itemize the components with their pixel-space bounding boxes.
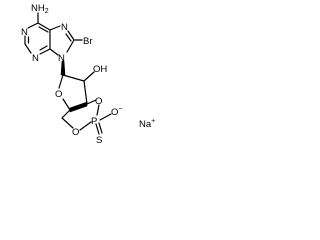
bond-c4-c3: [69, 101, 88, 113]
atom-o5: O: [72, 127, 79, 138]
atom-n3: N: [32, 53, 39, 64]
bond-o3-p: [96, 104, 100, 116]
bond-c5-n7: [49, 25, 61, 31]
atom-n1: N: [21, 27, 28, 38]
bond-c8-n9: [66, 39, 75, 53]
atom-p: P: [91, 116, 97, 127]
bond-c3-o3: [86, 99, 97, 105]
purine-bonds: [24, 12, 83, 56]
molecule-structure: NH2 N N N N Br OH O O O P O− S Na+: [21, 3, 155, 146]
bond-c4-c5prime: [61, 109, 71, 119]
bond-c5prime-o5: [61, 117, 74, 129]
bond-n3-c4-double: [39, 45, 48, 51]
bond-c1-c2: [62, 74, 85, 82]
bond-c1-o4: [58, 74, 64, 89]
atom-o-ring: O: [55, 89, 62, 100]
bond-c6-n1: [27, 22, 39, 29]
bond-o5-p: [79, 121, 92, 131]
bond-p-s-double: [98, 122, 103, 134]
phosphate-bonds: [79, 104, 112, 135]
atom-oh: OH: [93, 64, 107, 75]
atom-s: S: [96, 135, 102, 146]
atom-na: Na+: [139, 118, 155, 130]
bond-o4-c4: [62, 98, 71, 111]
bond-c2-n3: [24, 43, 32, 54]
atom-o-minus: O−: [111, 106, 122, 118]
atom-labels: NH2 N N N N Br OH O O O P O− S Na+: [21, 3, 155, 146]
bond-n7-c8-double: [65, 33, 72, 42]
bond-c2-oh: [83, 71, 95, 82]
atom-br: Br: [83, 36, 93, 47]
sugar-bonds: [58, 60, 97, 129]
bond-n9-c4: [49, 48, 59, 56]
bond-p-ominus: [99, 113, 112, 121]
atom-o3: O: [95, 96, 102, 107]
chemical-structure-canvas: NH2 N N N N Br OH O O O P O− S Na+: [0, 0, 169, 162]
bond-c6-c5-double: [38, 26, 49, 33]
bond-c3-c2: [83, 80, 88, 105]
bond-n3-c4: [39, 48, 51, 55]
bond-p-s: [95, 123, 100, 135]
bond-c6-c5: [37, 22, 51, 31]
atom-n9: N: [58, 53, 65, 64]
atom-nh2: NH2: [31, 3, 49, 15]
bond-n7-c8: [67, 30, 75, 41]
atom-n7: N: [61, 22, 68, 33]
